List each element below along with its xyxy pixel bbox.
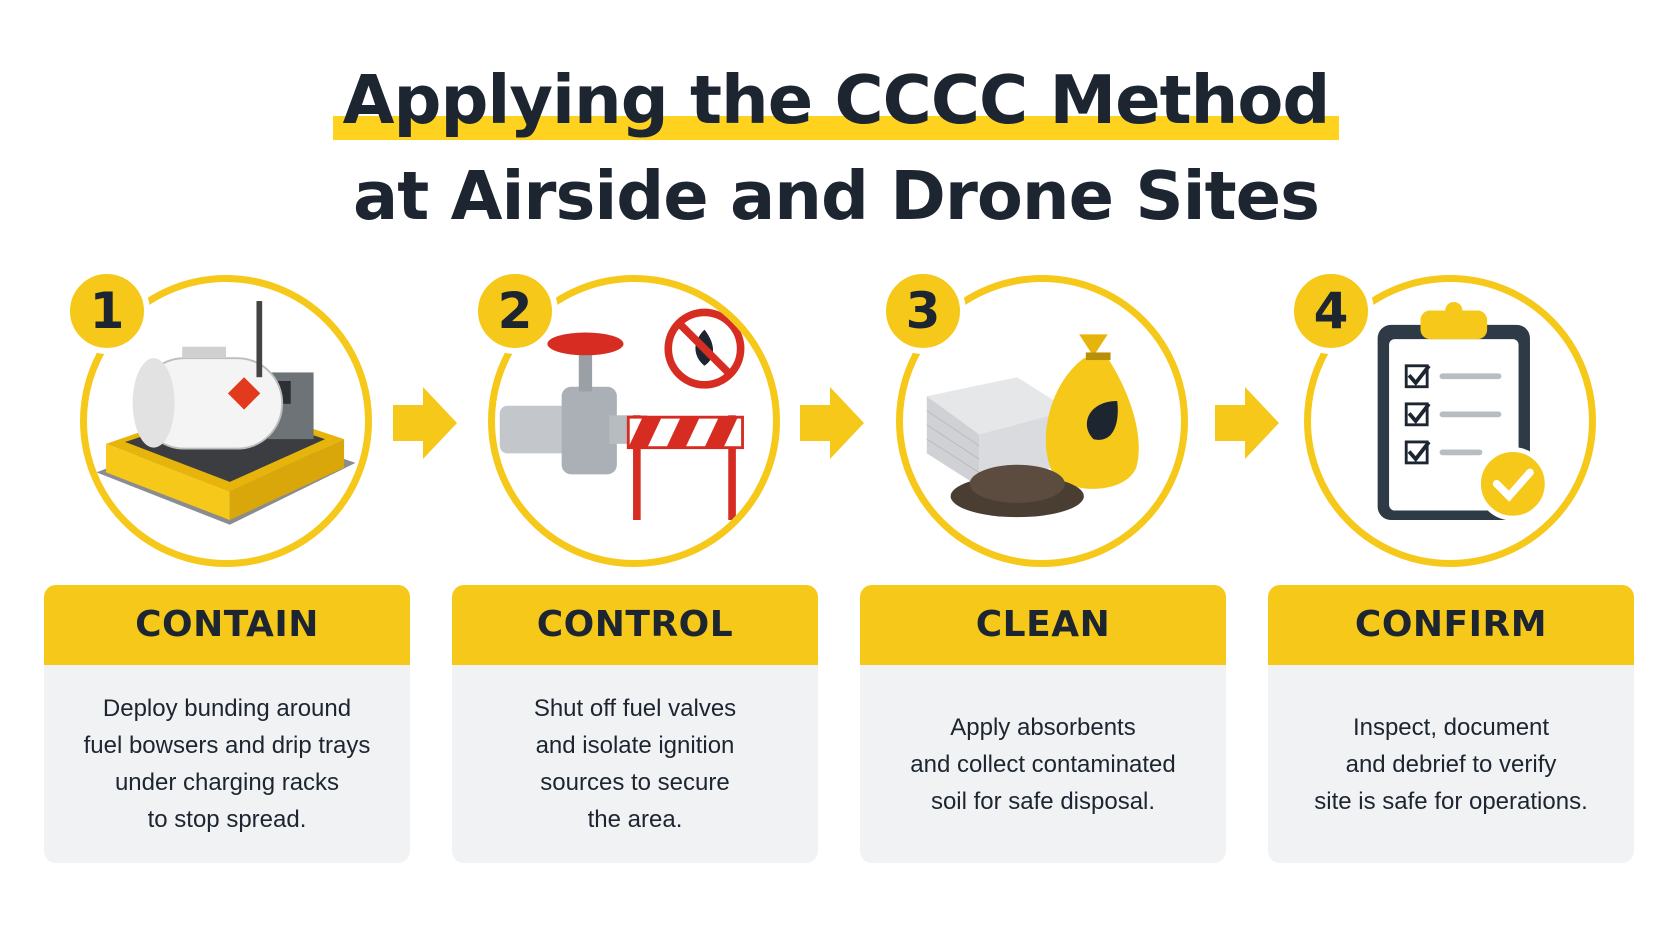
valve-barrier-no-fire-icon [499,308,745,521]
step-1-description: Deploy bunding around fuel bowsers and d… [44,665,410,863]
clipboard-check-icon [1377,301,1550,521]
title-line-1: Applying the CCCC Method [332,52,1340,148]
step-4-heading: CONFIRM [1268,585,1634,665]
step-control: 2 CONTROL Shut off fuel valves and isola… [452,0,818,941]
page-title: Applying the CCCC Method at Airside and … [0,52,1672,244]
step-1-image [80,275,372,567]
step-1-number-badge: 1 [64,268,150,354]
step-clean: 3 CLEAN Apply absorbents and collect con… [860,0,1226,941]
step-2-description: Shut off fuel valves and isolate ignitio… [452,665,818,863]
arrow-right-icon [393,387,457,459]
step-3-description: Apply absorbents and collect contaminate… [860,665,1226,863]
step-2-heading: CONTROL [452,585,818,665]
step-contain: 1 CONTAIN Deploy bunding around fuel bow… [44,0,410,941]
step-4-number-badge: 4 [1288,268,1374,354]
step-1-heading: CONTAIN [44,585,410,665]
step-4-image [1304,275,1596,567]
fuel-tank-bund-icon [96,301,356,525]
step-3-number-badge: 3 [880,268,966,354]
step-3-heading: CLEAN [860,585,1226,665]
step-4-description: Inspect, document and debrief to verify … [1268,665,1634,863]
title-line-2: at Airside and Drone Sites [353,157,1320,235]
step-confirm: 4 CONFIRM Inspect, document and debrief … [1268,0,1634,941]
arrow-right-icon [800,387,864,459]
arrow-right-icon [1215,387,1279,459]
absorbent-bag-icon [926,334,1139,518]
step-2-number-badge: 2 [472,268,558,354]
